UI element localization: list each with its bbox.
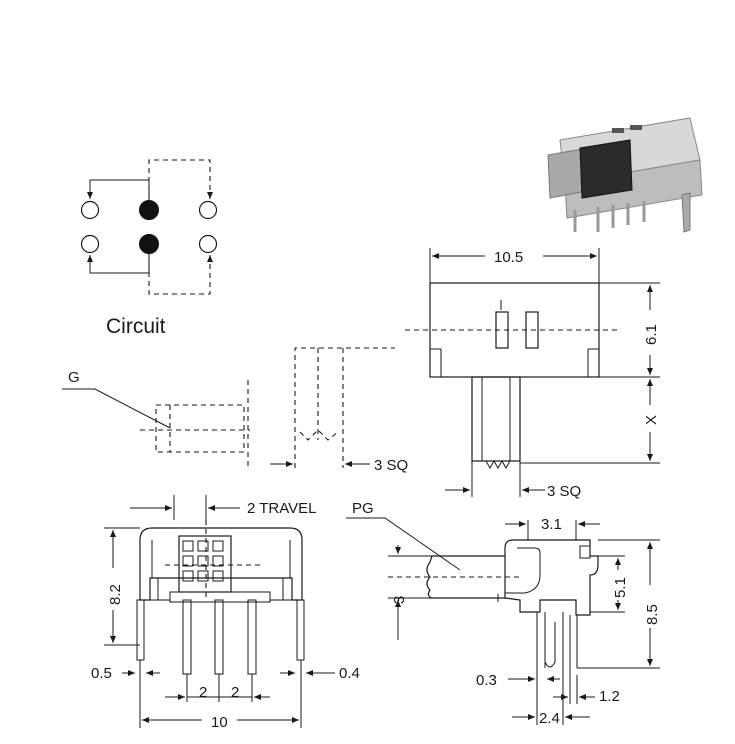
travel-label: 2 TRAVEL (247, 500, 316, 517)
end-top-label: 3.1 (541, 516, 562, 533)
circuit-caption: Circuit (106, 315, 166, 338)
g-label: G (68, 369, 80, 386)
g-view: G (62, 369, 250, 470)
contact-open (198, 234, 218, 254)
front-pin-left-label: 0.5 (91, 665, 112, 682)
top-height-label: 6.1 (643, 324, 660, 345)
circuit-diagram: Circuit (80, 159, 218, 338)
contact-common (139, 200, 159, 220)
end-span-label: 2.4 (539, 710, 560, 727)
top-x-label: X (643, 415, 660, 425)
end-pin-label: 0.3 (476, 672, 497, 689)
front-view: 2 TRAVEL 8.2 0.5 0.4 2 2 10 (91, 495, 360, 731)
top-view: 10.5 6.1 X 3 SQ (405, 248, 660, 500)
pg-label: PG (352, 500, 374, 517)
top-width-label: 10.5 (494, 249, 523, 266)
top-actuator-label: 3 SQ (547, 483, 581, 500)
overall-width-label: 10 (211, 714, 228, 731)
end-height-label: 8.5 (644, 604, 661, 625)
front-pin-right-label: 0.4 (339, 665, 360, 682)
contact-open (80, 234, 100, 254)
product-photo (547, 117, 703, 233)
end-actuator-label: 3 (391, 596, 408, 604)
contact-open (80, 200, 100, 220)
actuator-side-view: 3 SQ (270, 347, 408, 474)
end-view: PG 3.1 3 5.1 (346, 500, 661, 727)
pitch-a-label: 2 (199, 684, 207, 701)
end-leg-label: 1.2 (599, 688, 620, 705)
contact-common (139, 234, 159, 254)
end-mid-label: 5.1 (612, 577, 629, 598)
contact-open (198, 200, 218, 220)
front-height-label: 8.2 (107, 584, 124, 605)
side-actuator-label: 3 SQ (374, 457, 408, 474)
pitch-b-label: 2 (231, 684, 239, 701)
